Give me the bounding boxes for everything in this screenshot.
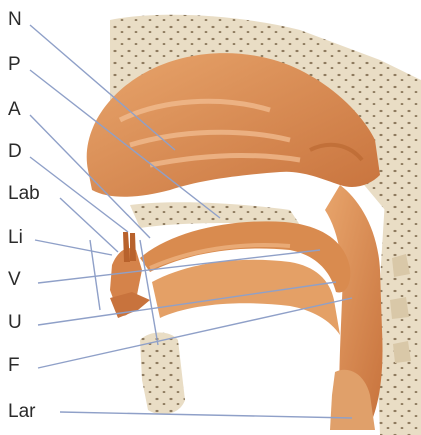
mandible	[140, 333, 185, 415]
label-a: A	[8, 100, 21, 119]
label-lab: Lab	[8, 184, 40, 203]
label-p: P	[8, 55, 21, 74]
leader-lab	[60, 198, 118, 252]
label-f: F	[8, 356, 20, 375]
teeth	[123, 232, 136, 262]
label-v: V	[8, 270, 21, 289]
label-u: U	[8, 313, 22, 332]
label-lar: Lar	[8, 402, 35, 421]
label-d: D	[8, 142, 22, 161]
oral-cavity	[152, 260, 340, 335]
leader-lar	[60, 412, 352, 418]
label-li: Li	[8, 228, 23, 247]
leader-lab-lower	[90, 240, 100, 310]
label-n: N	[8, 10, 22, 29]
leader-li	[35, 240, 112, 255]
leader-f	[38, 298, 352, 368]
